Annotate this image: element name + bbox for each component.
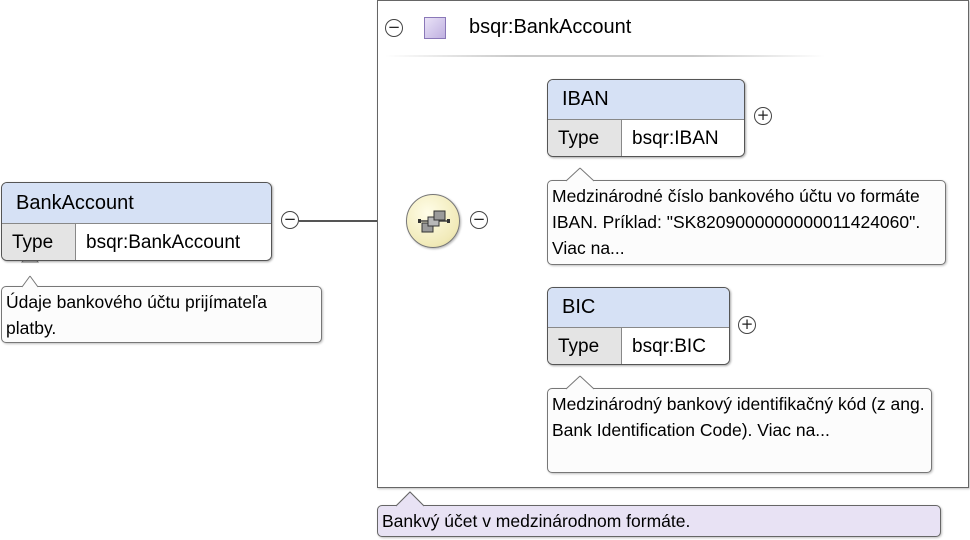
iban-expand-icon[interactable]: + — [754, 107, 772, 125]
bic-element-name: BIC — [548, 288, 729, 328]
root-element-box[interactable]: BankAccount Type bsqr:BankAccount — [1, 182, 272, 261]
bic-annotation-text: Medzinárodný bankový identifikačný kód (… — [552, 394, 925, 440]
iban-type-key: Type — [548, 120, 622, 156]
sequence-collapse-icon[interactable]: − — [470, 211, 488, 229]
root-type-value: bsqr:BankAccount — [76, 224, 271, 260]
bic-annotation: Medzinárodný bankový identifikačný kód (… — [547, 388, 932, 473]
root-annotation: Údaje bankového účtu prijímateľa platby. — [1, 286, 322, 343]
child-element-iban[interactable]: IBAN Type bsqr:IBAN — [547, 79, 745, 157]
complex-type-annotation: Bankvý účet v medzinárodnom formáte. — [377, 505, 941, 537]
iban-type-value: bsqr:IBAN — [622, 120, 744, 156]
iban-annotation: Medzinárodné číslo bankového účtu vo for… — [547, 180, 946, 265]
iban-annotation-text: Medzinárodné číslo bankového účtu vo for… — [552, 186, 921, 258]
root-type-key: Type — [2, 224, 76, 260]
sequence-compositor-icon[interactable] — [406, 194, 460, 248]
root-annotation-text: Údaje bankového účtu prijímateľa platby. — [6, 292, 267, 338]
child-element-bic[interactable]: BIC Type bsqr:BIC — [547, 287, 730, 365]
root-collapse-icon[interactable]: − — [281, 211, 299, 229]
root-element-name: BankAccount — [2, 183, 271, 224]
complex-type-separator — [385, 55, 825, 57]
complex-type-icon — [424, 17, 446, 39]
complex-type-collapse-icon[interactable]: − — [385, 19, 403, 37]
bic-type-key: Type — [548, 328, 622, 364]
bic-type-value: bsqr:BIC — [622, 328, 729, 364]
iban-element-name: IBAN — [548, 80, 744, 120]
complex-type-annotation-text: Bankvý účet v medzinárodnom formáte. — [382, 511, 691, 531]
sequence-symbol-icon — [418, 210, 450, 233]
complex-type-name: bsqr:BankAccount — [469, 16, 632, 38]
bic-expand-icon[interactable]: + — [738, 316, 756, 334]
